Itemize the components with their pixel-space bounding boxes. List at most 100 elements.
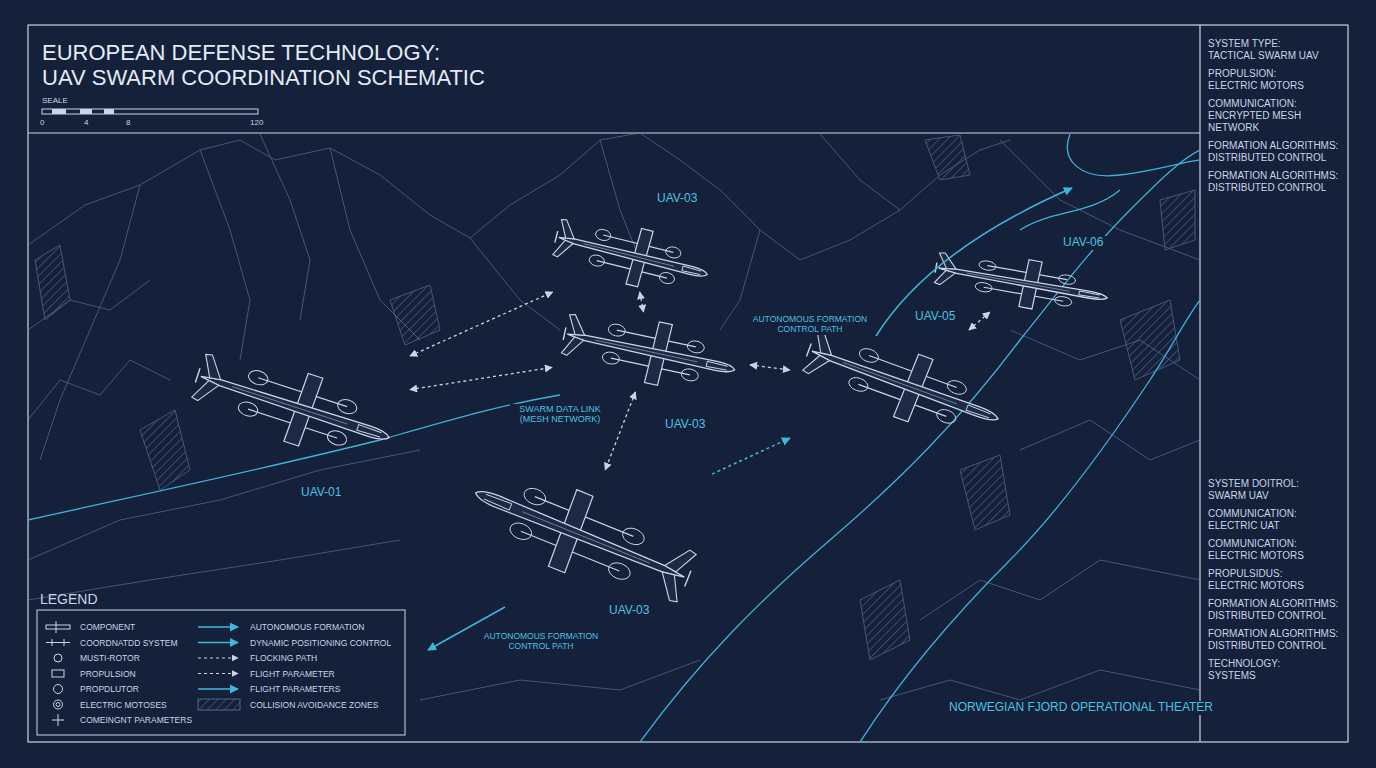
ridge	[640, 134, 1010, 260]
legend-text: COMEINGNT PARAMETERS	[80, 715, 192, 725]
dotted-sample	[198, 658, 238, 659]
parameter-symbol	[52, 714, 64, 726]
propulsion-symbol	[52, 670, 64, 677]
hatched-zone	[1160, 190, 1195, 250]
ridge	[1020, 420, 1199, 460]
uav-label: UAV-03	[662, 418, 708, 432]
component-symbol	[56, 621, 57, 633]
spec-text: TECHNOLOGY:	[1208, 658, 1344, 670]
uav-node: UAV-05	[790, 330, 1020, 440]
spec-text: DISTRIBUTED CONTROL	[1208, 152, 1344, 164]
uav-aircraft	[932, 244, 1112, 321]
spec-text: TACTICAL SWARM UAV	[1208, 50, 1344, 62]
ridge	[880, 670, 1199, 700]
legend-text: FLOCKING PATH	[250, 653, 317, 663]
spec-panel: SYSTEM DOITROL:SWARM UAVCOMMUNICATION:EL…	[1208, 478, 1344, 682]
swarm-data-link	[410, 367, 552, 389]
uav-node: UAV-01	[180, 355, 410, 460]
spec-text: SYSTEM TYPE:	[1208, 38, 1344, 50]
map-label: SWARM DATA LINK (MESH NETWORK)	[510, 404, 610, 425]
spec-text: SYSTEM DOITROL:	[1208, 478, 1344, 490]
diagram-title: EUROPEAN DEFENSE TECHNOLOGY: UAV SWARM C…	[42, 40, 522, 91]
map-label: 0	[40, 118, 44, 127]
legend-text: ELECTRIC MOTOSES	[80, 700, 167, 710]
swarm-data-link	[712, 438, 790, 474]
spec-text: ELECTRIC MOTORS	[1208, 80, 1344, 92]
spec-text: FORMATION ALGORITHMS:	[1208, 598, 1344, 610]
spec-text: DISTRIBUTED CONTROL	[1208, 610, 1344, 622]
uav-aircraft	[558, 303, 741, 400]
map-label: AUTONOMOUS FORMATION CONTROL PATH	[478, 632, 604, 652]
hatched-zone	[925, 135, 970, 180]
uav-label: UAV-06	[1060, 236, 1106, 250]
spec-text: FORMATION ALGORITHMS:	[1208, 140, 1344, 152]
map-label: SEALE	[42, 96, 68, 105]
outer-frame	[28, 25, 1348, 742]
uav-node: UAV-03	[552, 312, 750, 392]
ridge	[600, 140, 640, 260]
spec-text: COMMUNICATION:	[1208, 538, 1344, 550]
waterways	[29, 134, 1199, 741]
spec-text: ENCRYPTED MESH NETWORK	[1208, 110, 1344, 134]
map-label: NORWEGIAN FJORD OPERATIONAL THEATER	[947, 701, 1215, 715]
spec-text: COMMUNICATION:	[1208, 508, 1344, 520]
dotted-sample	[198, 673, 238, 674]
swarm-data-link	[410, 292, 553, 356]
scale-bar	[42, 109, 258, 114]
uav-aircraft	[549, 209, 714, 303]
multi-rotor-symbol	[54, 654, 62, 662]
map-label: LEGEND	[40, 591, 98, 607]
motor-symbol	[54, 700, 63, 709]
hatched-zone	[1120, 300, 1180, 380]
uav-label: UAV-05	[912, 310, 958, 324]
uav-label: UAV-03	[606, 604, 652, 618]
spec-text: ELECTRIC MOTORS	[1208, 550, 1344, 562]
spec-panel: SYSTEM TYPE:TACTICAL SWARM UAV PROPULSION…	[1208, 38, 1344, 194]
legend-text: COMPONENT	[80, 622, 135, 632]
ridge	[29, 360, 170, 420]
line-sample	[198, 642, 238, 643]
ridge	[820, 134, 900, 210]
line-sample	[198, 688, 238, 689]
spec-text: FORMATION ALGORITHMS:	[1208, 628, 1344, 640]
legend-text: DYNAMIC POSITIONING CONTROL	[250, 638, 391, 648]
ridge	[470, 238, 560, 330]
formation-path-arrow	[876, 188, 1072, 336]
ridge	[40, 185, 140, 460]
scale-segment	[104, 109, 114, 114]
terrain-map	[29, 134, 1199, 741]
spec-text: SWARM UAV	[1208, 490, 1344, 502]
valley-line	[29, 450, 420, 560]
fjord-bank	[860, 300, 1199, 741]
map-label: 120	[250, 118, 263, 127]
hatched-zone	[860, 580, 910, 660]
spec-text: COMMUNICATION:	[1208, 98, 1344, 110]
fjord-bank	[640, 150, 1199, 741]
ridge	[29, 134, 640, 245]
scale-segment	[52, 109, 66, 114]
line-sample	[198, 626, 238, 627]
ridge	[200, 150, 250, 360]
uav-label: UAV-01	[298, 486, 344, 500]
legend-samples	[46, 621, 240, 726]
uav-aircraft	[187, 341, 401, 472]
map-label: 4	[84, 118, 88, 127]
legend-text: COORDNATDD SYSTEM	[80, 638, 178, 648]
uav-aircraft	[460, 455, 703, 616]
spec-text: PROPULSION:	[1208, 68, 1344, 80]
ridge	[1000, 140, 1199, 260]
spec-text: DISTRIBUTED CONTROL	[1208, 640, 1344, 652]
swarm-data-link	[969, 312, 990, 330]
stream	[1067, 134, 1199, 176]
frame-divider	[28, 132, 1200, 133]
legend-box	[37, 610, 405, 735]
uav-node: UAV-03	[448, 470, 712, 600]
legend-text: PROPULSION	[80, 669, 136, 679]
swarm-data-link	[750, 365, 790, 370]
spec-text: PROPULSIDUS:	[1208, 568, 1344, 580]
scale-outline	[42, 109, 258, 114]
uav-aircraft	[797, 318, 1009, 450]
